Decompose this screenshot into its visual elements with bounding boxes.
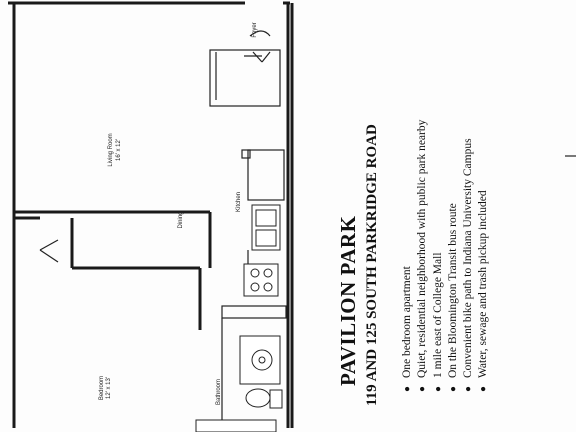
bedroom-label: Bedroom [99, 376, 105, 400]
bullet-icon: ● [432, 385, 444, 392]
feature-item: ●Water, sewage and trash pickup included [476, 120, 491, 392]
bullet-icon: ● [417, 385, 429, 392]
entry-closet [209, 30, 281, 107]
feature-list: ●One bedroom apartment ●Quiet, residenti… [400, 120, 492, 392]
feature-item: ●Quiet, residential neighborhood with pu… [415, 120, 430, 392]
feature-item: ●1 mile east of College Mall [431, 120, 446, 392]
foyer-label: Foyer [252, 22, 258, 37]
bullet-icon: ● [478, 385, 490, 392]
bullet-icon: ● [447, 385, 459, 392]
feature-item: ●On the Bloomington Transit bus route [446, 120, 461, 392]
living-room-label: Living Room [108, 133, 114, 166]
bathroom-fixtures [195, 305, 287, 432]
property-address: 119 AND 125 SOUTH PARKRIDGE ROAD [364, 124, 380, 406]
living-room-size: 16' x 12' [116, 139, 122, 161]
bullet-icon: ● [402, 385, 413, 392]
dining-label: Dining [178, 211, 184, 228]
kitchen-counter [241, 149, 285, 297]
bedroom-partition [14, 210, 212, 330]
bedroom-size: 12' x 13' [106, 377, 112, 399]
bullet-icon: ● [463, 385, 475, 392]
kitchen-label: Kitchen [236, 192, 242, 212]
bathroom-label: Bathroom [216, 379, 222, 405]
feature-item: ●One bedroom apartment [400, 120, 415, 392]
property-title: PAVILION PARK [336, 215, 360, 386]
feature-item: ●Convenient bike path to Indiana Univers… [461, 120, 476, 392]
exterior-walls [8, 1, 294, 428]
